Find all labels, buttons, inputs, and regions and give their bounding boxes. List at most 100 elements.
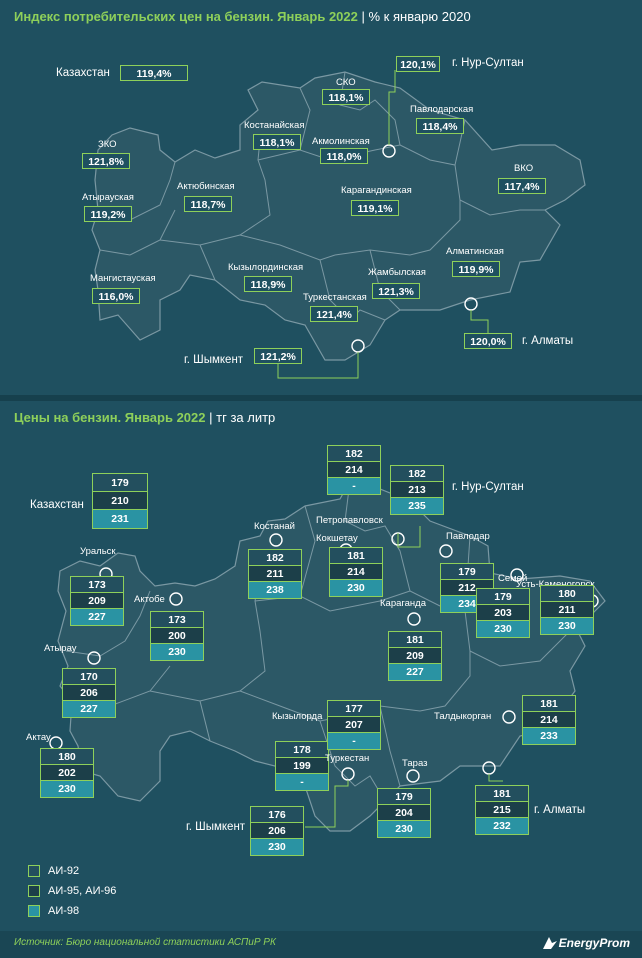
logo-icon bbox=[542, 937, 557, 949]
ai98-price: 231 bbox=[93, 510, 147, 528]
legend-swatch-ai92 bbox=[28, 865, 40, 877]
turkestan-label: Туркестан bbox=[325, 753, 370, 764]
legend-swatch-ai98 bbox=[28, 905, 40, 917]
ai98-price: 230 bbox=[41, 781, 93, 797]
prices-title-main: Цены на бензин. Январь 2022 bbox=[14, 410, 206, 425]
ai98-price: 227 bbox=[389, 664, 441, 680]
kostanay-label: Костанай bbox=[254, 521, 295, 532]
ai92-price: 180 bbox=[41, 749, 93, 765]
ai95-price: 211 bbox=[541, 602, 593, 618]
zhambyl-value: 121,3% bbox=[372, 283, 420, 299]
ai92-price: 179 bbox=[93, 474, 147, 492]
ai98-price: 230 bbox=[477, 621, 529, 637]
zko-label: ЗКО bbox=[98, 139, 117, 150]
prices-title-unit: тг за литр bbox=[216, 410, 276, 425]
ai98-price: 232 bbox=[476, 818, 528, 834]
zhambyl-label: Жамбылская bbox=[368, 267, 426, 278]
prices-title: Цены на бензин. Январь 2022 | тг за литр bbox=[14, 410, 275, 425]
karaganda-value: 119,1% bbox=[351, 200, 399, 216]
atyrau-prices: 170 206 227 bbox=[62, 668, 116, 718]
ai95-price: 199 bbox=[276, 758, 328, 774]
karaganda-label: Карагандинская bbox=[341, 185, 412, 196]
almatyobl-label: Алматинская bbox=[446, 246, 504, 257]
legend-swatch-ai95 bbox=[28, 885, 40, 897]
pavlodar-value: 118,4% bbox=[416, 118, 464, 134]
kazakhstan-prices: 179 210 231 bbox=[92, 473, 148, 529]
ai95-price: 214 bbox=[330, 564, 382, 580]
kostanay-label: Костанайская bbox=[244, 120, 305, 131]
kyzylorda-prices: 178 199 - bbox=[275, 741, 329, 791]
kyzylorda-value: 118,9% bbox=[244, 276, 292, 292]
nursultan-label: г. Нур-Султан bbox=[452, 481, 524, 493]
kostanay-prices: 182 211 238 bbox=[248, 549, 302, 599]
semey-label: Семей bbox=[498, 573, 528, 584]
mangystau-label: Мангистауская bbox=[90, 273, 156, 284]
pavlodar-label: Павлодар bbox=[446, 531, 490, 542]
aktobe-prices: 173 200 230 bbox=[150, 611, 204, 661]
legend-item-ai98: АИ-98 bbox=[28, 905, 79, 917]
ai92-price: 179 bbox=[477, 589, 529, 605]
aktobe-label: Актюбинская bbox=[177, 181, 235, 192]
turkestan-value: 121,4% bbox=[310, 306, 358, 322]
uralsk-label: Уральск bbox=[80, 546, 116, 557]
akmola-label: Акмолинская bbox=[312, 136, 370, 147]
ai92-price: 182 bbox=[328, 446, 380, 462]
ai95-price: 203 bbox=[477, 605, 529, 621]
ai92-price: 182 bbox=[391, 466, 443, 482]
legend-label-ai98: АИ-98 bbox=[48, 905, 80, 917]
ai98-price: 230 bbox=[151, 644, 203, 660]
kokshetau-label: Кокшетау bbox=[316, 533, 358, 544]
turkestan-prices: 177 207 - bbox=[327, 700, 381, 750]
ai98-price: 233 bbox=[523, 728, 575, 744]
ai98-price: - bbox=[328, 733, 380, 749]
ai98-price: 227 bbox=[71, 609, 123, 625]
title-divider: | bbox=[209, 410, 213, 425]
ai92-price: 182 bbox=[249, 550, 301, 566]
panel-separator bbox=[0, 395, 642, 401]
ai95-price: 214 bbox=[523, 712, 575, 728]
ai98-price: 230 bbox=[378, 821, 430, 837]
nursultan-value: 120,1% bbox=[396, 56, 440, 72]
ai98-price: 235 bbox=[391, 498, 443, 514]
nursultan-prices: 182 213 235 bbox=[390, 465, 444, 515]
semey-prices: 179 203 230 bbox=[476, 588, 530, 638]
kokshetau-prices: 181 214 230 bbox=[329, 547, 383, 597]
atyrau-value: 119,2% bbox=[84, 206, 132, 222]
atyrau-label: Атырау bbox=[44, 643, 77, 654]
ai92-price: 177 bbox=[328, 701, 380, 717]
taraz-prices: 179 204 230 bbox=[377, 788, 431, 838]
ai95-price: 204 bbox=[378, 805, 430, 821]
uralsk-prices: 173 209 227 bbox=[70, 576, 124, 626]
ai95-price: 209 bbox=[71, 593, 123, 609]
kyzylorda-label: Кызылорда bbox=[272, 711, 323, 722]
almaty-value: 120,0% bbox=[464, 333, 512, 349]
kazakhstan-label: Казахстан bbox=[56, 67, 110, 79]
almatyobl-value: 119,9% bbox=[452, 261, 500, 277]
ai92-price: 173 bbox=[151, 612, 203, 628]
ai92-price: 181 bbox=[523, 696, 575, 712]
ai98-price: - bbox=[276, 774, 328, 790]
ai95-price: 213 bbox=[391, 482, 443, 498]
petropavlovsk-prices: 182 214 - bbox=[327, 445, 381, 495]
almaty-prices: 181 215 232 bbox=[475, 785, 529, 835]
shymkent-prices: 176 206 230 bbox=[250, 806, 304, 856]
ai95-price: 210 bbox=[93, 492, 147, 510]
ai95-price: 215 bbox=[476, 802, 528, 818]
ai95-price: 206 bbox=[63, 685, 115, 701]
logo-text: EnergyProm bbox=[558, 936, 630, 950]
legend-item-ai95: АИ-95, АИ-96 bbox=[28, 885, 116, 897]
ai92-price: 173 bbox=[71, 577, 123, 593]
ai95-price: 202 bbox=[41, 765, 93, 781]
ai92-price: 170 bbox=[63, 669, 115, 685]
cpi-panel: Индекс потребительских цен на бензин. Ян… bbox=[0, 0, 642, 395]
ai92-price: 179 bbox=[378, 789, 430, 805]
legend-label-ai95: АИ-95, АИ-96 bbox=[48, 885, 117, 897]
ai95-price: 211 bbox=[249, 566, 301, 582]
kyzylorda-label: Кызылординская bbox=[228, 262, 304, 273]
pavlodar-label: Павлодарская bbox=[410, 104, 474, 115]
ai92-price: 180 bbox=[541, 586, 593, 602]
footer: Источник: Бюро национальной статистики А… bbox=[0, 931, 642, 958]
energyprom-logo: EnergyProm bbox=[541, 935, 630, 951]
almaty-label: г. Алматы bbox=[522, 335, 574, 347]
prices-panel: Цены на бензин. Январь 2022 | тг за литр… bbox=[0, 401, 642, 931]
